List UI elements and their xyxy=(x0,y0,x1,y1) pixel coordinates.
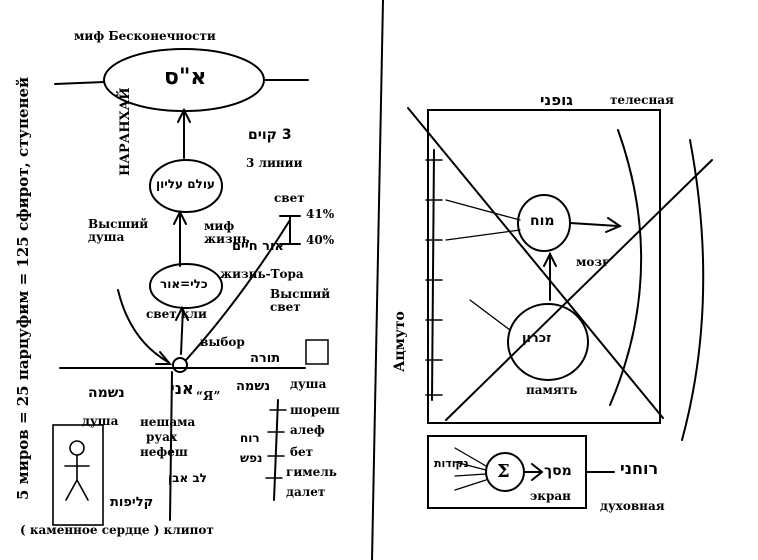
left-arc xyxy=(117,289,169,363)
cross-line-2 xyxy=(445,159,713,421)
sigma-arrow xyxy=(524,463,544,481)
heb-kav: 3 קוים xyxy=(248,127,292,143)
label-bet: бет xyxy=(290,445,314,459)
label-myth-life: миф жизнь xyxy=(204,219,250,247)
atsmuto-label: Ацмуто xyxy=(392,311,408,372)
outer-curve xyxy=(681,139,705,441)
small-man-box xyxy=(305,339,329,365)
label-stone-heart: ( каменное сердце ) клипот xyxy=(20,523,214,537)
label-nefesh: нефеш xyxy=(140,445,188,459)
label-three-lines: 3 линии xyxy=(246,156,303,170)
heb-nefesh: נפש xyxy=(240,451,263,465)
heb-tora: תורה xyxy=(250,351,281,366)
arrow-to-ya xyxy=(155,351,173,365)
label-shoresh: шореш xyxy=(290,403,340,417)
figure-legs xyxy=(65,478,89,501)
heb-ani: אני xyxy=(170,379,194,398)
stem-lower xyxy=(169,371,173,521)
heb-klipot: קליפות xyxy=(110,495,154,510)
moah-arrow-line xyxy=(569,222,619,227)
cross-line-1 xyxy=(407,107,664,419)
label-alef: алеф xyxy=(290,423,325,437)
label-memory: память xyxy=(526,383,578,397)
narankai-label: НАРАНХАЙ xyxy=(118,87,133,176)
label-higher-light: Высший свет xyxy=(270,287,331,315)
heb-neshama-left: נשמה xyxy=(88,385,125,401)
connector-low xyxy=(180,307,184,355)
label-brain: мозг xyxy=(576,255,610,269)
arrow-up-middle xyxy=(173,209,187,225)
sigma-symbol: Σ xyxy=(497,461,510,482)
olam-elyon-ellipse xyxy=(149,159,223,213)
label-spiritual: духовная xyxy=(600,499,665,513)
inner-curve xyxy=(609,129,643,406)
ya-dot xyxy=(172,357,188,373)
vertical-title: 5 миров = 25 парцуфим = 125 сфирот, ступ… xyxy=(14,76,32,500)
label-life-torah: жизнь-Тора xyxy=(220,267,304,281)
percent-bracket xyxy=(279,215,301,245)
heb-kli-or: כלי=אור xyxy=(160,277,208,291)
heb-or-haim: אור חיים xyxy=(232,239,284,254)
label-pct-bottom: 40% xyxy=(306,233,335,247)
label-soul-left: душа xyxy=(82,414,119,428)
heb-guf: גופני xyxy=(540,91,573,109)
label-ya: “Я” xyxy=(196,389,221,403)
left-rail xyxy=(431,149,435,401)
zikaron-ellipse xyxy=(507,303,589,381)
moah-arrow-head xyxy=(605,217,623,233)
label-pct-top: 41% xyxy=(306,207,335,221)
label-light-top: свет xyxy=(274,191,305,205)
ein-sof-line-left xyxy=(54,81,105,85)
label-higher-soul: Высший душа xyxy=(88,217,149,245)
screen-rays xyxy=(454,447,487,491)
heb-zikaron: זכרון xyxy=(522,331,552,346)
label-gimel: гимель xyxy=(286,465,337,479)
heb-ein-sof: א"ס xyxy=(164,65,207,90)
heb-ruhani: רוחני xyxy=(620,459,659,478)
heb-nekudot: נקודות xyxy=(434,457,469,470)
kli-or-ellipse xyxy=(149,263,223,309)
label-light-kli: свет кли xyxy=(146,307,207,321)
sefirot-stem xyxy=(273,399,279,501)
label-ruah: руах xyxy=(146,430,178,444)
label-neshama: нешама xyxy=(140,415,196,429)
label-dalet: далет xyxy=(286,485,326,499)
vertical-divider xyxy=(371,0,384,560)
rays-left xyxy=(445,199,521,331)
long-diagonal xyxy=(185,219,291,361)
arrow-up-top xyxy=(177,107,191,123)
arrow-up-moah xyxy=(543,251,557,267)
label-bodily: телесная xyxy=(610,93,674,107)
figure-head xyxy=(69,440,85,456)
label-choice: выбор xyxy=(200,335,245,349)
label-myth-infinity: миф Бесконечности xyxy=(74,29,216,43)
heb-neshama-mid: נשמה xyxy=(236,379,271,394)
bodily-frame xyxy=(427,109,661,424)
heb-lev-even: לב אבן xyxy=(168,471,207,485)
heb-masah: מסך xyxy=(544,463,572,479)
label-screen: экран xyxy=(530,489,571,503)
left-rail-ticks xyxy=(425,159,443,396)
label-soul-right: душа xyxy=(290,377,327,391)
heb-moah: מוח xyxy=(530,213,555,229)
arrow-up-low xyxy=(175,305,189,321)
figure-box xyxy=(52,424,104,526)
heb-ruah: רוח xyxy=(240,431,260,445)
heb-olam-elyon: עולם עליון xyxy=(156,177,215,191)
